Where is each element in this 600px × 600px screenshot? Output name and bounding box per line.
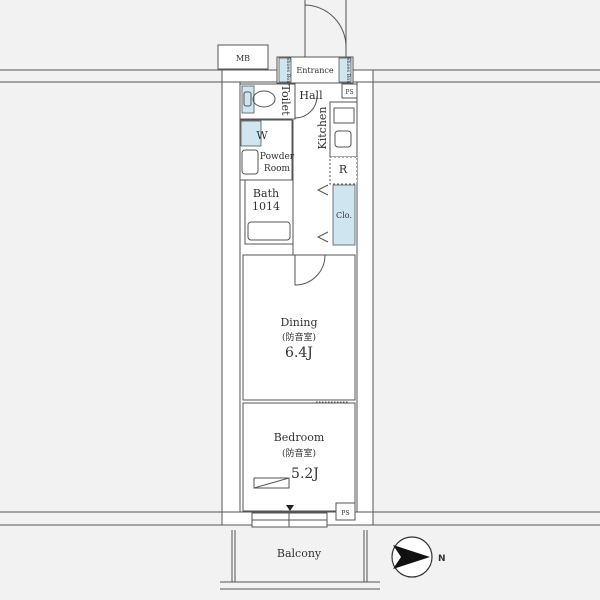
dining-room: Dining (防音室) 6.4J bbox=[242, 254, 356, 401]
hall-label: Hall bbox=[299, 89, 323, 102]
bathtub-icon bbox=[247, 221, 291, 241]
sink-icon bbox=[241, 149, 259, 175]
kitchen-label: Kitchen bbox=[316, 107, 329, 150]
shoes-box-label-left: Shoes Box bbox=[285, 57, 291, 83]
compass-north-label: N bbox=[438, 554, 446, 564]
compass-icon: N bbox=[391, 536, 446, 578]
dining-label: Dining bbox=[280, 316, 317, 329]
dining-door[interactable] bbox=[294, 254, 326, 286]
ps-bottom-label: PS bbox=[341, 510, 349, 517]
entrance-door[interactable] bbox=[304, 4, 347, 50]
entrance-label: Entrance bbox=[296, 66, 333, 75]
closet bbox=[332, 184, 356, 246]
kitchen-sink-icon bbox=[334, 130, 352, 148]
refrigerator-label: R bbox=[339, 163, 348, 176]
powder-room-label-2: Room bbox=[264, 164, 291, 174]
entrance: Entrance Shoes Box Shoes Box bbox=[276, 0, 354, 84]
balcony-label: Balcony bbox=[277, 547, 322, 560]
mb-label: MB bbox=[236, 54, 250, 63]
toilet-room: Toilet bbox=[239, 83, 296, 120]
dining-note: (防音室) bbox=[282, 331, 316, 343]
toilet-door[interactable] bbox=[294, 95, 318, 119]
toilet-label: Toilet bbox=[279, 84, 292, 116]
dining-size: 6.4J bbox=[285, 345, 313, 361]
w-label: W bbox=[256, 129, 268, 142]
storage-icon bbox=[253, 477, 290, 489]
stove-icon bbox=[333, 107, 355, 124]
bedroom-label: Bedroom bbox=[274, 431, 325, 444]
closet-label: Clo. bbox=[336, 211, 352, 220]
bedroom-size: 5.2J bbox=[291, 466, 319, 482]
powder-room-label-1: Powder bbox=[260, 152, 295, 162]
shoes-box-left bbox=[278, 57, 292, 83]
washer-space bbox=[240, 120, 262, 147]
kitchen: Kitchen R Clo. bbox=[316, 101, 358, 246]
bath-label: Bath bbox=[253, 187, 279, 200]
shoes-box-label-right: Shoes Box bbox=[345, 57, 351, 83]
entry-arrow-icon bbox=[286, 505, 294, 511]
bath-size: 1014 bbox=[252, 200, 280, 213]
balcony: Balcony bbox=[220, 530, 380, 590]
ps-top-label: PS bbox=[345, 89, 353, 96]
shoes-box-right bbox=[338, 57, 352, 83]
bedroom: Bedroom (防音室) 5.2J PS bbox=[242, 401, 356, 528]
bedroom-note: (防音室) bbox=[282, 447, 316, 459]
mb-box: MB bbox=[217, 44, 269, 70]
